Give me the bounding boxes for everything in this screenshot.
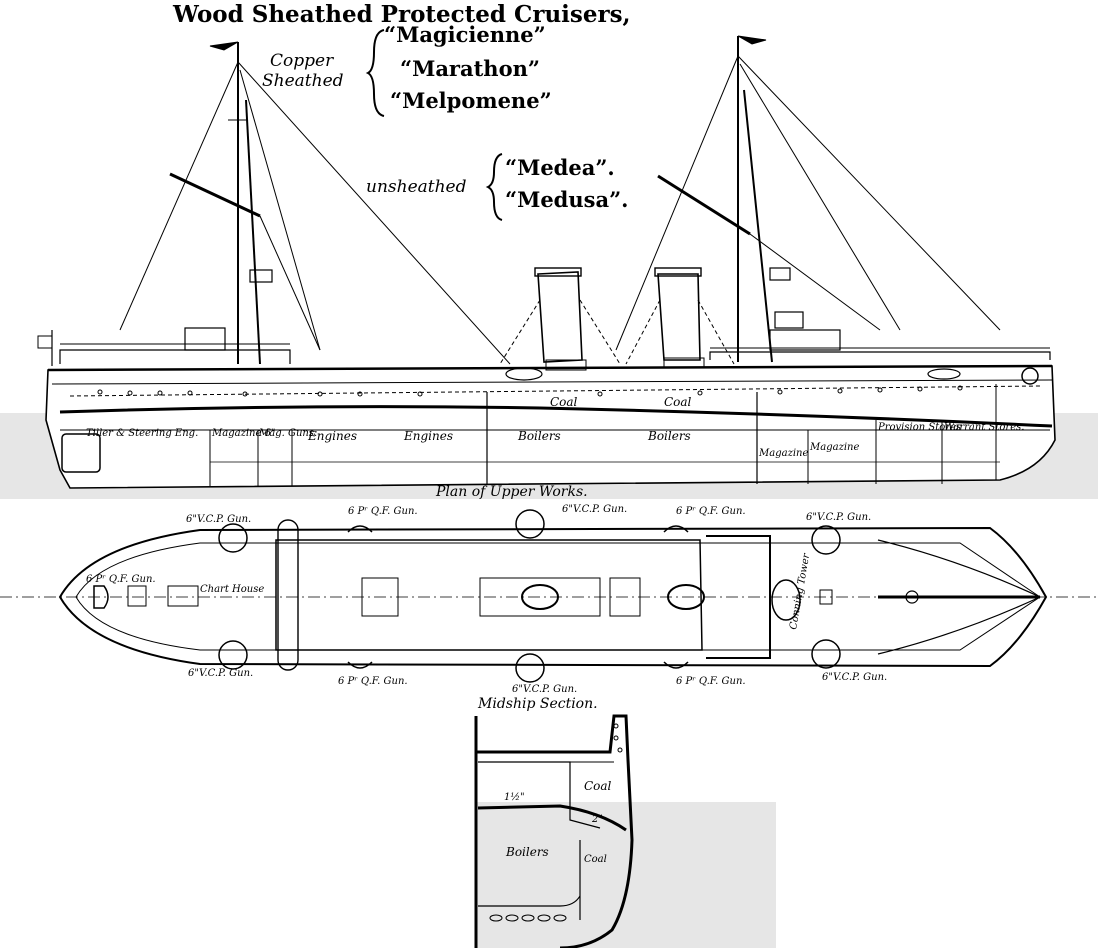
gun-6vcp-top-right: 6"V.C.P. Gun. <box>806 512 871 523</box>
gun-6pqf-bottom-left: 6 Pʳ Q.F. Gun. <box>338 676 408 687</box>
label-engines-2: Engines <box>403 429 453 443</box>
section-coal-1: Coal <box>584 779 612 793</box>
section-coal-2: Coal <box>584 854 607 865</box>
ship-magicienne: “Magicienne” <box>384 22 546 47</box>
copper-label-2: Sheathed <box>262 71 344 91</box>
hull <box>45 365 1056 489</box>
gun-6vcp-top-left: 6"V.C.P. Gun. <box>186 514 251 525</box>
midship-section <box>474 714 776 948</box>
label-warrant-stores: Warrant Stores. <box>944 422 1024 433</box>
funnel-fore <box>537 271 583 363</box>
section-heading: Midship Section. <box>477 696 598 712</box>
plan-heading: Plan of Upper Works. <box>435 484 588 500</box>
ship-medusa: “Medusa”. <box>505 187 628 212</box>
label-magazine-small: Magazine <box>758 448 808 459</box>
label-tiller-steering: Tiller & Steering Eng. <box>86 428 198 439</box>
label-coal-1: Coal <box>550 395 578 409</box>
ship-melpomene: “Melpomene” <box>390 88 552 113</box>
section-boilers: Boilers <box>505 845 549 859</box>
label-chart-house: Chart House <box>200 584 264 595</box>
copper-brace <box>365 29 385 117</box>
section-armor-1: 1½" <box>504 792 525 803</box>
gun-6vcp-top-mid: 6"V.C.P. Gun. <box>562 504 627 515</box>
gun-6vcp-bottom-right: 6"V.C.P. Gun. <box>822 672 887 683</box>
gun-6vcp-bottom-left: 6"V.C.P. Gun. <box>188 668 253 679</box>
copper-label-1: Copper <box>270 51 334 71</box>
gun-6pqf-top-right: 6 Pʳ Q.F. Gun. <box>676 506 746 517</box>
ship-profile <box>0 35 1098 499</box>
label-boilers-1: Boilers <box>517 429 561 443</box>
label-magazine-6: Magazine 6" <box>211 428 276 439</box>
gun-6pqf-bow: 6 Pʳ Q.F. Gun. <box>86 574 156 585</box>
label-boilers-2: Boilers <box>647 429 691 443</box>
waterline <box>59 405 1053 428</box>
label-provision-stores: Provision Stores <box>877 422 961 433</box>
plan-view <box>0 509 1098 683</box>
unsheathed-brace <box>485 153 503 221</box>
diagram-title: Wood Sheathed Protected Cruisers, <box>172 1 631 28</box>
funnel-aft <box>657 273 701 361</box>
ship-medea: “Medea”. <box>505 155 615 180</box>
label-mag-guns: Mag. Guns. <box>258 428 317 439</box>
label-conning-tower: Conning Tower <box>788 552 812 631</box>
ship-marathon: “Marathon” <box>400 56 540 81</box>
gun-6pqf-bottom-right: 6 Pʳ Q.F. Gun. <box>676 676 746 687</box>
gun-6vcp-bottom-mid: 6"V.C.P. Gun. <box>512 684 577 695</box>
gun-6pqf-top-left: 6 Pʳ Q.F. Gun. <box>348 506 418 517</box>
deck-outline <box>58 526 1048 668</box>
label-engines-1: Engines <box>307 429 357 443</box>
label-magazine-2: Magazine <box>809 442 859 453</box>
label-coal-2: Coal <box>664 395 692 409</box>
section-armor-2: 2" <box>591 814 603 825</box>
unsheathed-label: unsheathed <box>366 177 467 197</box>
